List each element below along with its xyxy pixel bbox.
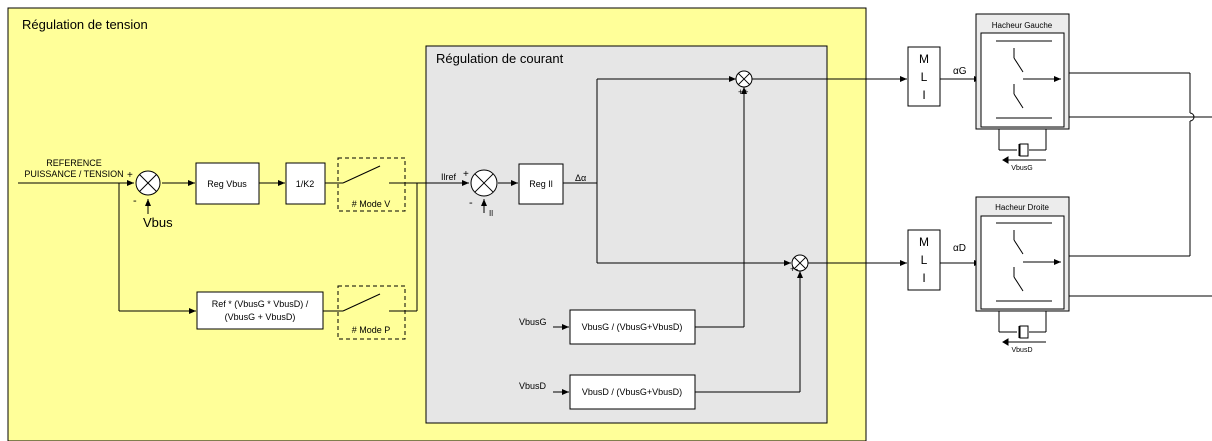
reference-label: REFERENCE bbox=[46, 158, 102, 168]
ratio-d-label: VbusD / (VbusG+VbusD) bbox=[582, 387, 682, 397]
vbusd-input-label: VbusD bbox=[519, 381, 547, 391]
mode-v-label: # Mode V bbox=[352, 199, 391, 209]
ref-formula-line1: Ref * (VbusG * VbusD) / bbox=[212, 299, 309, 309]
sum-junction-3 bbox=[735, 70, 753, 88]
mode-p-label: # Mode P bbox=[352, 325, 391, 335]
hacheur-gauche bbox=[975, 13, 1070, 164]
reg-il-block bbox=[518, 163, 564, 205]
hacheur-droite-title: Hacheur Droite bbox=[995, 203, 1049, 212]
sum-junction-2 bbox=[470, 169, 498, 197]
mode-v-switch-blade bbox=[342, 165, 381, 184]
mode-v-box bbox=[337, 157, 406, 212]
inv-k2-block bbox=[285, 162, 326, 205]
ratio-d-block bbox=[569, 374, 696, 410]
mli-g-block bbox=[907, 46, 941, 107]
alpha-d-label: αD bbox=[953, 243, 966, 254]
mode-p-box bbox=[337, 285, 406, 340]
hacheur-gauche-vbus: VbusG bbox=[1011, 165, 1032, 172]
ilref-label: Ilref bbox=[441, 172, 457, 182]
vbusg-input-label: VbusG bbox=[519, 317, 547, 327]
reg-vbus-block bbox=[195, 162, 260, 205]
sum-junction-1 bbox=[135, 170, 161, 196]
alpha-g-label: αG bbox=[953, 66, 967, 77]
sum1-plus-sign: + bbox=[127, 170, 133, 181]
hacheur-gauche-title: Hacheur Gauche bbox=[992, 21, 1053, 30]
tension-panel-title: Régulation de tension bbox=[22, 17, 148, 32]
mli-d-m: M bbox=[919, 235, 929, 249]
sum2-plus-sign: + bbox=[463, 169, 469, 180]
ratio-g-block bbox=[569, 309, 696, 345]
delta-alpha-label: Δα bbox=[575, 173, 586, 183]
mli-g-l: L bbox=[921, 70, 928, 84]
wires bbox=[18, 72, 1212, 395]
reg-vbus-label: Reg Vbus bbox=[207, 179, 247, 189]
mli-g-i: I bbox=[922, 88, 925, 102]
mli-d-block bbox=[907, 229, 941, 291]
mode-p-switch-blade bbox=[342, 293, 381, 312]
ratio-g-label: VbusG / (VbusG+VbusD) bbox=[582, 322, 683, 332]
hacheur-droite-vbus: VbusD bbox=[1011, 347, 1032, 354]
sum1-minus-sign: - bbox=[133, 195, 137, 207]
courant-panel-title: Régulation de courant bbox=[436, 51, 564, 66]
vbus-label: Vbus bbox=[143, 215, 173, 230]
courant-panel bbox=[425, 45, 828, 424]
sum4-signs: +- bbox=[790, 264, 798, 274]
sum2-minus-sign: - bbox=[469, 197, 473, 209]
inv-k2-label: 1/K2 bbox=[296, 179, 315, 189]
ref-formula-block bbox=[196, 291, 324, 330]
il-label: Il bbox=[489, 209, 493, 218]
reference-label-line2: PUISSANCE / TENSION bbox=[24, 169, 123, 179]
mli-d-l: L bbox=[921, 253, 928, 267]
sum-junction-4 bbox=[791, 254, 809, 272]
ref-formula-line2: (VbusG + VbusD) bbox=[225, 312, 296, 322]
mli-d-i: I bbox=[922, 271, 925, 285]
mli-g-m: M bbox=[919, 52, 929, 66]
sum3-signs: ++ bbox=[738, 87, 749, 97]
hacheur-droite bbox=[975, 196, 1070, 346]
reg-il-label: Reg Il bbox=[529, 179, 553, 189]
